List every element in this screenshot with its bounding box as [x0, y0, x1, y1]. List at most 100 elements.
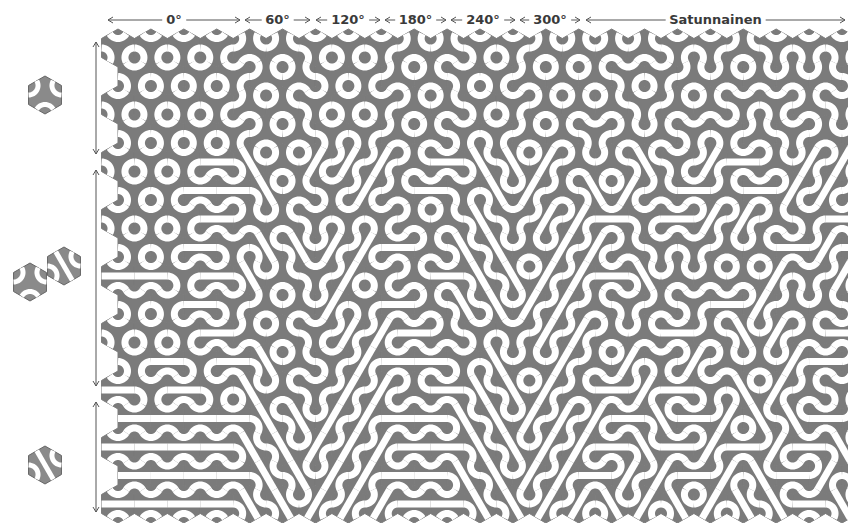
tile-band: [192, 119, 208, 124]
tile-band: [760, 48, 770, 62]
tile-band: [224, 105, 234, 119]
tile-band: [431, 444, 464, 451]
tile-band: [389, 371, 405, 376]
tile-band: [602, 419, 612, 433]
tile-band: [562, 433, 572, 447]
tile-band: [315, 290, 325, 304]
tile-band: [651, 390, 661, 404]
tile-band: [291, 314, 307, 319]
tile-band: [710, 176, 720, 190]
tile-icon: [29, 446, 62, 484]
tile-band: [339, 134, 349, 148]
tile-band: [784, 485, 800, 490]
tile-band: [487, 48, 497, 62]
tile-band: [816, 48, 826, 62]
tile-band: [289, 376, 299, 390]
tile-band: [546, 62, 556, 76]
arrow-head: [385, 17, 390, 23]
tile-band: [274, 400, 290, 405]
tile-band: [727, 444, 760, 451]
tile-band: [158, 390, 168, 404]
tile-band: [159, 347, 175, 352]
tile-band: [257, 262, 267, 276]
tile-band: [184, 362, 194, 376]
tile-band: [315, 233, 325, 247]
tile-band: [784, 461, 800, 466]
tile-band: [562, 262, 572, 276]
tile-band: [464, 504, 474, 518]
icon-hex: [48, 247, 81, 285]
tile-band: [439, 376, 455, 381]
tile-band: [694, 91, 704, 105]
tile-band: [694, 48, 704, 62]
tile-band: [686, 200, 702, 205]
tile-band: [192, 428, 208, 433]
tile-band: [422, 143, 438, 148]
tile-band: [826, 216, 848, 223]
tile-band: [406, 172, 422, 177]
tile-band: [677, 187, 710, 194]
tile-band: [717, 48, 727, 62]
tile-band: [315, 191, 325, 205]
tile-band: [719, 86, 735, 91]
tile-band: [422, 200, 438, 205]
tile-band: [266, 205, 276, 219]
tile-band: [167, 219, 177, 233]
tile-band: [743, 347, 753, 361]
tile-band: [496, 276, 506, 290]
tile-band: [832, 248, 842, 262]
tile-band: [209, 514, 225, 519]
tile-band: [645, 248, 655, 262]
tile-band: [586, 504, 596, 518]
tile-band: [174, 191, 184, 205]
tile-band: [273, 347, 283, 361]
tile-band: [289, 205, 299, 219]
tile-band: [826, 262, 836, 276]
tile-band: [184, 244, 217, 251]
tile-band: [241, 229, 257, 234]
tile-band: [257, 433, 267, 447]
tile-band: [710, 301, 743, 308]
tile-band: [431, 205, 441, 219]
tile-band: [110, 376, 126, 381]
tile-band: [686, 290, 702, 295]
tile-band: [628, 34, 638, 48]
tile-band: [826, 48, 836, 62]
tile-band: [355, 162, 365, 176]
tile-band: [783, 48, 793, 62]
tile-band: [694, 262, 704, 276]
tile-band: [776, 244, 809, 251]
tile-band: [273, 461, 283, 475]
tile-band: [513, 233, 523, 247]
tile-band: [398, 444, 431, 451]
tile-band: [750, 376, 760, 390]
tile-band: [751, 143, 767, 148]
tile-band: [569, 419, 579, 433]
tile-band: [241, 58, 257, 63]
tile-band: [388, 105, 398, 119]
tile-band: [355, 447, 365, 461]
tile-band: [102, 162, 112, 176]
tile-band: [289, 148, 299, 162]
tile-band: [464, 447, 474, 461]
tile-band: [209, 457, 225, 462]
tile-band: [520, 333, 530, 347]
tile-band: [357, 119, 373, 124]
tile-band: [365, 490, 375, 504]
tile-band: [306, 233, 316, 247]
tile-band: [209, 343, 225, 348]
tile-band: [373, 34, 389, 39]
tile-band: [727, 333, 737, 347]
tile-band: [372, 362, 382, 376]
tile-band: [438, 119, 448, 133]
tile-band: [570, 58, 586, 63]
tile-band: [579, 472, 612, 479]
tile-band: [299, 333, 309, 347]
tile-band: [645, 119, 655, 133]
tile-band: [702, 286, 718, 291]
tile-band: [529, 148, 539, 162]
tile-band: [487, 148, 497, 162]
tile-band: [307, 262, 323, 267]
tile-band: [628, 447, 638, 461]
tile-band: [668, 476, 678, 490]
